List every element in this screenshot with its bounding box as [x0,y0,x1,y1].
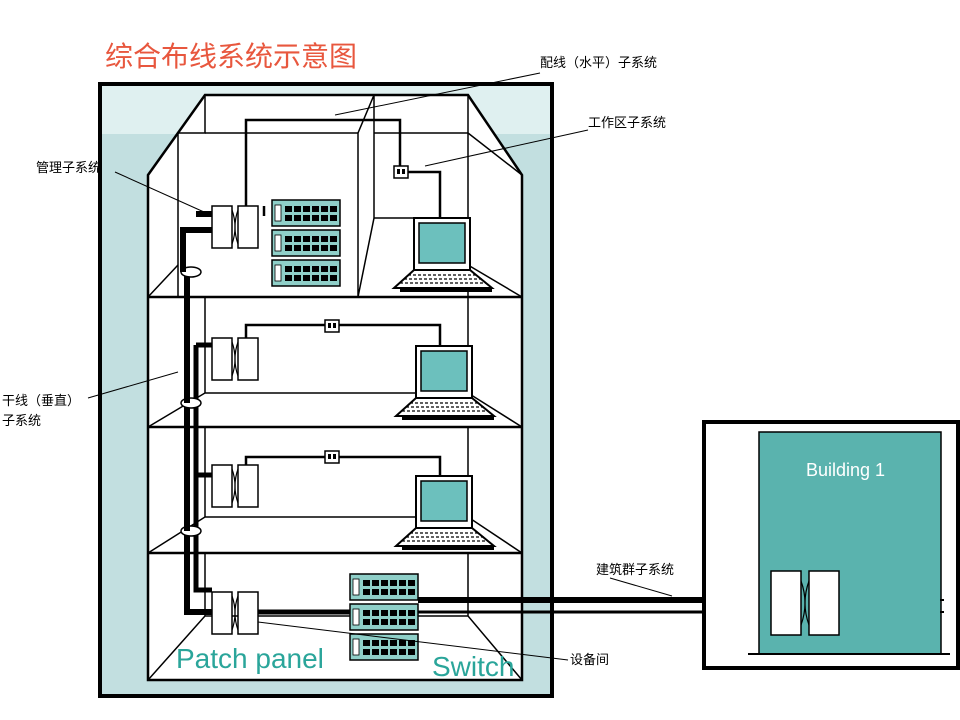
floor-2-equipment [211,319,495,421]
top-floor-equipment [211,118,493,293]
main-building [98,82,554,698]
building-1 [702,420,960,670]
switch-label: Switch [432,651,514,682]
patch-panel-label: Patch panel [176,643,324,674]
callout-lines [87,72,673,661]
campus-subsystem-label: 建筑群子系统 [596,562,674,578]
equipment-room-label: 设备间 [570,652,609,668]
horizontal-subsystem-label: 配线（水平）子系统 [540,56,657,71]
building-label: Building 1 [806,460,885,480]
equipment-room [211,573,419,661]
backbone-subsystem-label-1: 干线（垂直） [2,394,80,409]
backbone-cables [180,211,212,615]
admin-subsystem-label: 管理子系统 [36,161,101,176]
diagram-title: 综合布线系统示意图 [105,40,357,73]
work-area-subsystem-label: 工作区子系统 [588,116,666,131]
floor-3-equipment [211,450,495,551]
backbone-subsystem-label-2: 子系统 [2,414,41,429]
